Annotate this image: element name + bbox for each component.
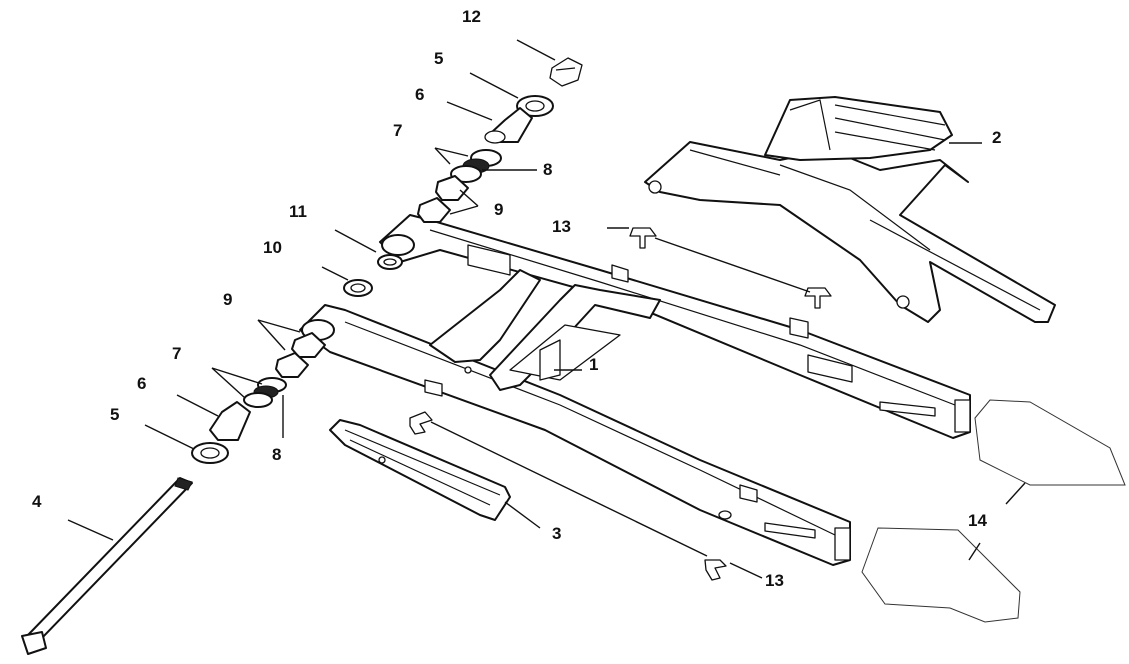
callout-5-upper: 5 (434, 49, 443, 68)
callout-3: 3 (552, 524, 561, 543)
lower-bearing-stack (191, 332, 326, 464)
callout-1: 1 (589, 355, 598, 374)
callout-12: 12 (462, 7, 481, 26)
callout-11: 11 (289, 202, 307, 221)
callout-8-lower: 8 (272, 445, 281, 464)
callout-4: 4 (32, 492, 42, 511)
rear-mudguard-part (644, 96, 1056, 323)
callout-5-lower: 5 (110, 405, 119, 424)
pad-pieces-part (861, 399, 1126, 623)
bolt-upper (629, 227, 832, 309)
upper-bearing-stack (343, 57, 583, 297)
leader-lines (67, 39, 1026, 579)
callout-7-upper: 7 (393, 121, 402, 140)
pivot-axle-part (21, 477, 193, 655)
chain-slider-part (329, 419, 511, 521)
bolt-lower (409, 411, 727, 581)
callout-14: 14 (968, 511, 987, 530)
callout-7-lower: 7 (172, 344, 181, 363)
callout-2: 2 (992, 128, 1001, 147)
callout-10: 10 (263, 238, 282, 257)
callout-labels: 12 5 6 7 8 9 11 10 9 7 6 5 8 4 1 2 3 13 … (32, 7, 1001, 590)
callout-13-lower: 13 (765, 571, 784, 590)
callout-9-lower: 9 (223, 290, 232, 309)
callout-6-upper: 6 (415, 85, 424, 104)
callout-8-upper: 8 (543, 160, 552, 179)
callout-6-lower: 6 (137, 374, 146, 393)
callout-9-upper: 9 (494, 200, 503, 219)
swingarm-frame-part (299, 214, 971, 566)
callout-13-upper: 13 (552, 217, 571, 236)
